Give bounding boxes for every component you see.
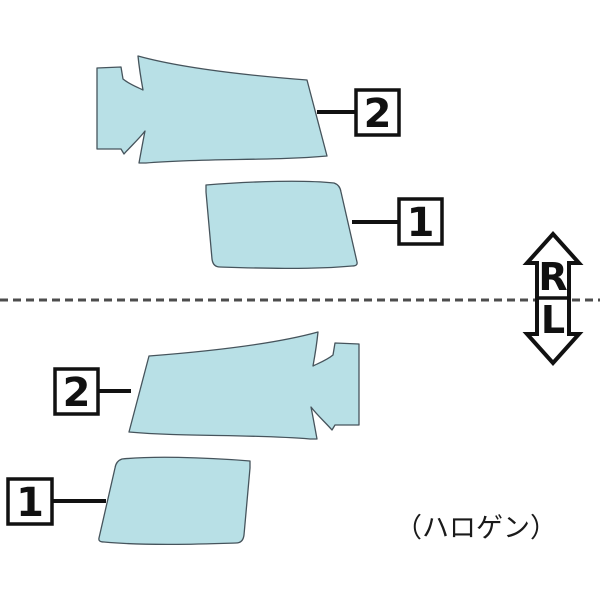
callout-number: 2 <box>63 370 91 416</box>
film-piece-2-left <box>128 331 360 440</box>
callout-left-1: 1 <box>6 477 106 526</box>
arrow-up-label: R <box>538 255 567 299</box>
callout-number: 1 <box>407 200 435 246</box>
callout-right-1: 1 <box>352 197 444 246</box>
callout-box <box>53 367 100 416</box>
callout-box <box>354 88 401 137</box>
callout-box <box>397 197 444 246</box>
right-side-group <box>96 55 358 270</box>
rl-direction-arrow-icon: R L <box>522 231 584 366</box>
film-piece-1-right <box>205 180 358 270</box>
film-piece-1-left <box>98 456 251 546</box>
callout-right-2: 2 <box>317 88 401 137</box>
callout-box <box>6 477 54 526</box>
callout-number: 1 <box>16 480 44 526</box>
left-side-group <box>98 331 360 546</box>
arrow-down-label: L <box>541 298 565 342</box>
callout-left-2: 2 <box>53 367 131 416</box>
film-piece-2-right <box>96 55 328 164</box>
callout-number: 2 <box>364 91 392 137</box>
caption-halogen: （ハロゲン） <box>395 513 557 544</box>
